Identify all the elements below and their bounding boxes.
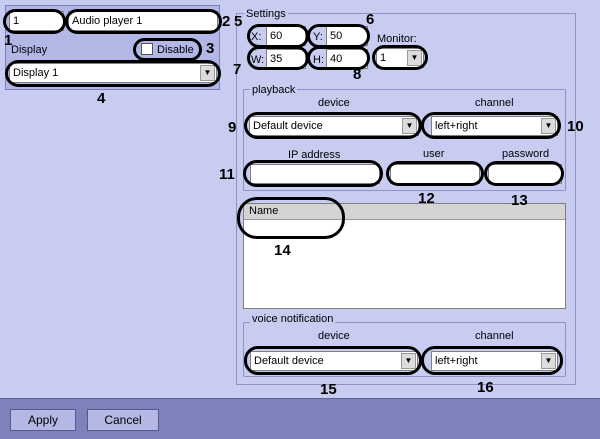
h-input[interactable]: 40 [326,49,368,69]
voice-channel-select[interactable]: left+right ▼ [431,351,558,371]
playback-group [243,89,566,191]
callout-number-6: 6 [366,11,375,28]
disable-checkbox[interactable] [141,43,153,55]
voice-notification-title: voice notification [250,313,336,325]
playback-title: playback [250,84,298,96]
callout-number-5: 5 [234,13,243,30]
monitor-select[interactable]: 1 ▼ [376,48,424,68]
ip-address-input[interactable] [250,164,380,184]
w-label: W: [251,54,265,66]
playback-channel-select[interactable]: left+right ▼ [431,116,558,136]
chevron-down-icon[interactable]: ▼ [200,65,215,81]
callout-number-12: 12 [418,190,435,207]
name-input[interactable]: Audio player 1 [68,11,218,31]
playback-device-select[interactable]: Default device ▼ [249,116,419,136]
callout-number-10: 10 [567,118,584,135]
display-select[interactable]: Display 1 ▼ [9,63,217,83]
monitor-label: Monitor: [377,33,417,45]
y-input[interactable]: 50 [326,26,368,46]
voice-channel-value: left+right [435,355,478,367]
callout-number-3: 3 [206,40,215,57]
callout-number-11: 11 [219,166,235,183]
voice-device-select[interactable]: Default device ▼ [250,351,418,371]
voice-device-value: Default device [254,355,324,367]
monitor-select-value: 1 [380,52,387,64]
x-label: X: [251,31,262,43]
callout-number-14: 14 [274,242,291,259]
name-column-header[interactable]: Name [244,204,565,220]
callout-number-4: 4 [97,90,106,107]
id-input[interactable]: 1 [9,11,64,31]
user-input[interactable] [390,164,480,184]
ip-address-label: IP address [288,149,341,161]
name-list[interactable]: Name [243,203,566,309]
callout-number-2: 2 [222,13,231,30]
callout-number-8: 8 [353,66,362,83]
voice-channel-label: channel [475,330,514,342]
callout-number-16: 16 [477,379,494,396]
voice-notification-group [243,322,566,377]
apply-button[interactable]: Apply [10,409,76,431]
callout-number-15: 15 [320,381,337,398]
callout-number-9: 9 [228,119,237,136]
y-label: Y: [313,31,323,43]
callout-number-13: 13 [511,192,528,209]
user-label: user [423,148,445,160]
playback-channel-label: channel [475,97,514,109]
playback-device-label: device [318,97,350,109]
chevron-down-icon[interactable]: ▼ [407,50,422,66]
playback-device-value: Default device [253,120,323,132]
chevron-down-icon[interactable]: ▼ [402,118,417,134]
chevron-down-icon[interactable]: ▼ [541,353,556,369]
callout-number-7: 7 [233,61,242,78]
disable-label: Disable [157,44,194,56]
cancel-button[interactable]: Cancel [87,409,159,431]
chevron-down-icon[interactable]: ▼ [541,118,556,134]
h-label: H: [313,54,324,66]
w-input[interactable]: 35 [266,49,306,69]
callout-number-1: 1 [4,32,13,49]
chevron-down-icon[interactable]: ▼ [401,353,416,369]
display-label: Display [11,44,48,56]
password-input[interactable] [488,164,562,184]
password-label: password [502,148,550,160]
settings-title: Settings [244,8,288,20]
settings-frame [236,13,576,385]
x-input[interactable]: 60 [266,26,306,46]
voice-device-label: device [318,330,350,342]
playback-channel-value: left+right [435,120,478,132]
display-select-value: Display 1 [13,67,59,79]
